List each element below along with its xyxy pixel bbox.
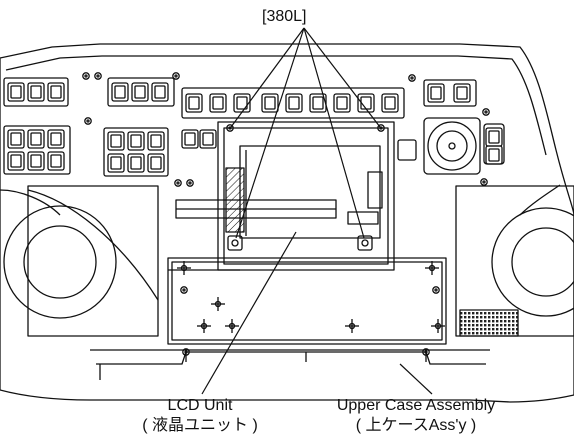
lcd-assembly <box>175 121 395 271</box>
lcd-unit-japanese-label: ( 液晶ユニット ) <box>142 417 258 434</box>
leader-lines <box>201 27 433 395</box>
upper-case-japanese-label: ( 上ケースAss'y ) <box>355 417 477 434</box>
button-rows <box>3 72 505 187</box>
upper-case-body <box>0 43 574 403</box>
lower-panel <box>90 257 490 380</box>
lcd-unit-label: LCD Unit <box>167 397 233 414</box>
screw-reference-label: [380L] <box>262 8 307 25</box>
upper-case-label: Upper Case Assembly <box>336 397 496 414</box>
side-openings <box>3 185 574 337</box>
